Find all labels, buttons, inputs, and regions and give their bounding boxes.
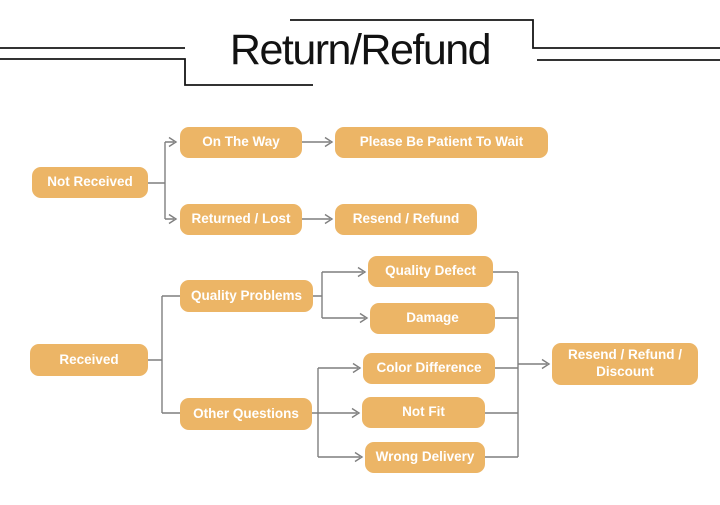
arrowhead [324, 136, 334, 148]
node-not-received: Not Received [32, 167, 148, 198]
merge-to-result [485, 271, 547, 458]
arrowhead [352, 362, 362, 374]
arrowhead [354, 451, 364, 463]
frame-line-left-bottom [0, 58, 313, 86]
node-color-difference: Color Difference [363, 353, 495, 384]
other-questions-branch [312, 367, 360, 458]
node-received: Received [30, 344, 148, 376]
arrowhead [168, 136, 178, 148]
arrowheads [168, 136, 551, 463]
node-other-questions: Other Questions [180, 398, 312, 430]
node-on-the-way: On The Way [180, 127, 302, 158]
node-quality-problems: Quality Problems [180, 280, 313, 312]
quality-problems-branch [313, 271, 365, 319]
not-received-branch [148, 141, 174, 220]
node-not-fit: Not Fit [362, 397, 485, 428]
node-resend-refund-discount: Resend / Refund / Discount [552, 343, 698, 385]
received-branch [148, 295, 181, 414]
arrowhead [168, 213, 178, 225]
node-wrong-delivery: Wrong Delivery [365, 442, 485, 473]
arrowhead [357, 266, 367, 278]
node-returned-lost: Returned / Lost [180, 204, 302, 235]
header-frame-lines [0, 19, 720, 86]
arrowhead [359, 312, 369, 324]
node-resend-refund: Resend / Refund [335, 204, 477, 235]
node-damage: Damage [370, 303, 495, 334]
arrowhead [541, 358, 551, 370]
frame-line-right-top [290, 19, 720, 49]
connector-lines [148, 136, 551, 463]
node-please-be-patient: Please Be Patient To Wait [335, 127, 548, 158]
arrowhead [324, 213, 334, 225]
page-title: Return/Refund [229, 26, 492, 74]
arrowhead [351, 407, 361, 419]
node-quality-defect: Quality Defect [368, 256, 493, 287]
